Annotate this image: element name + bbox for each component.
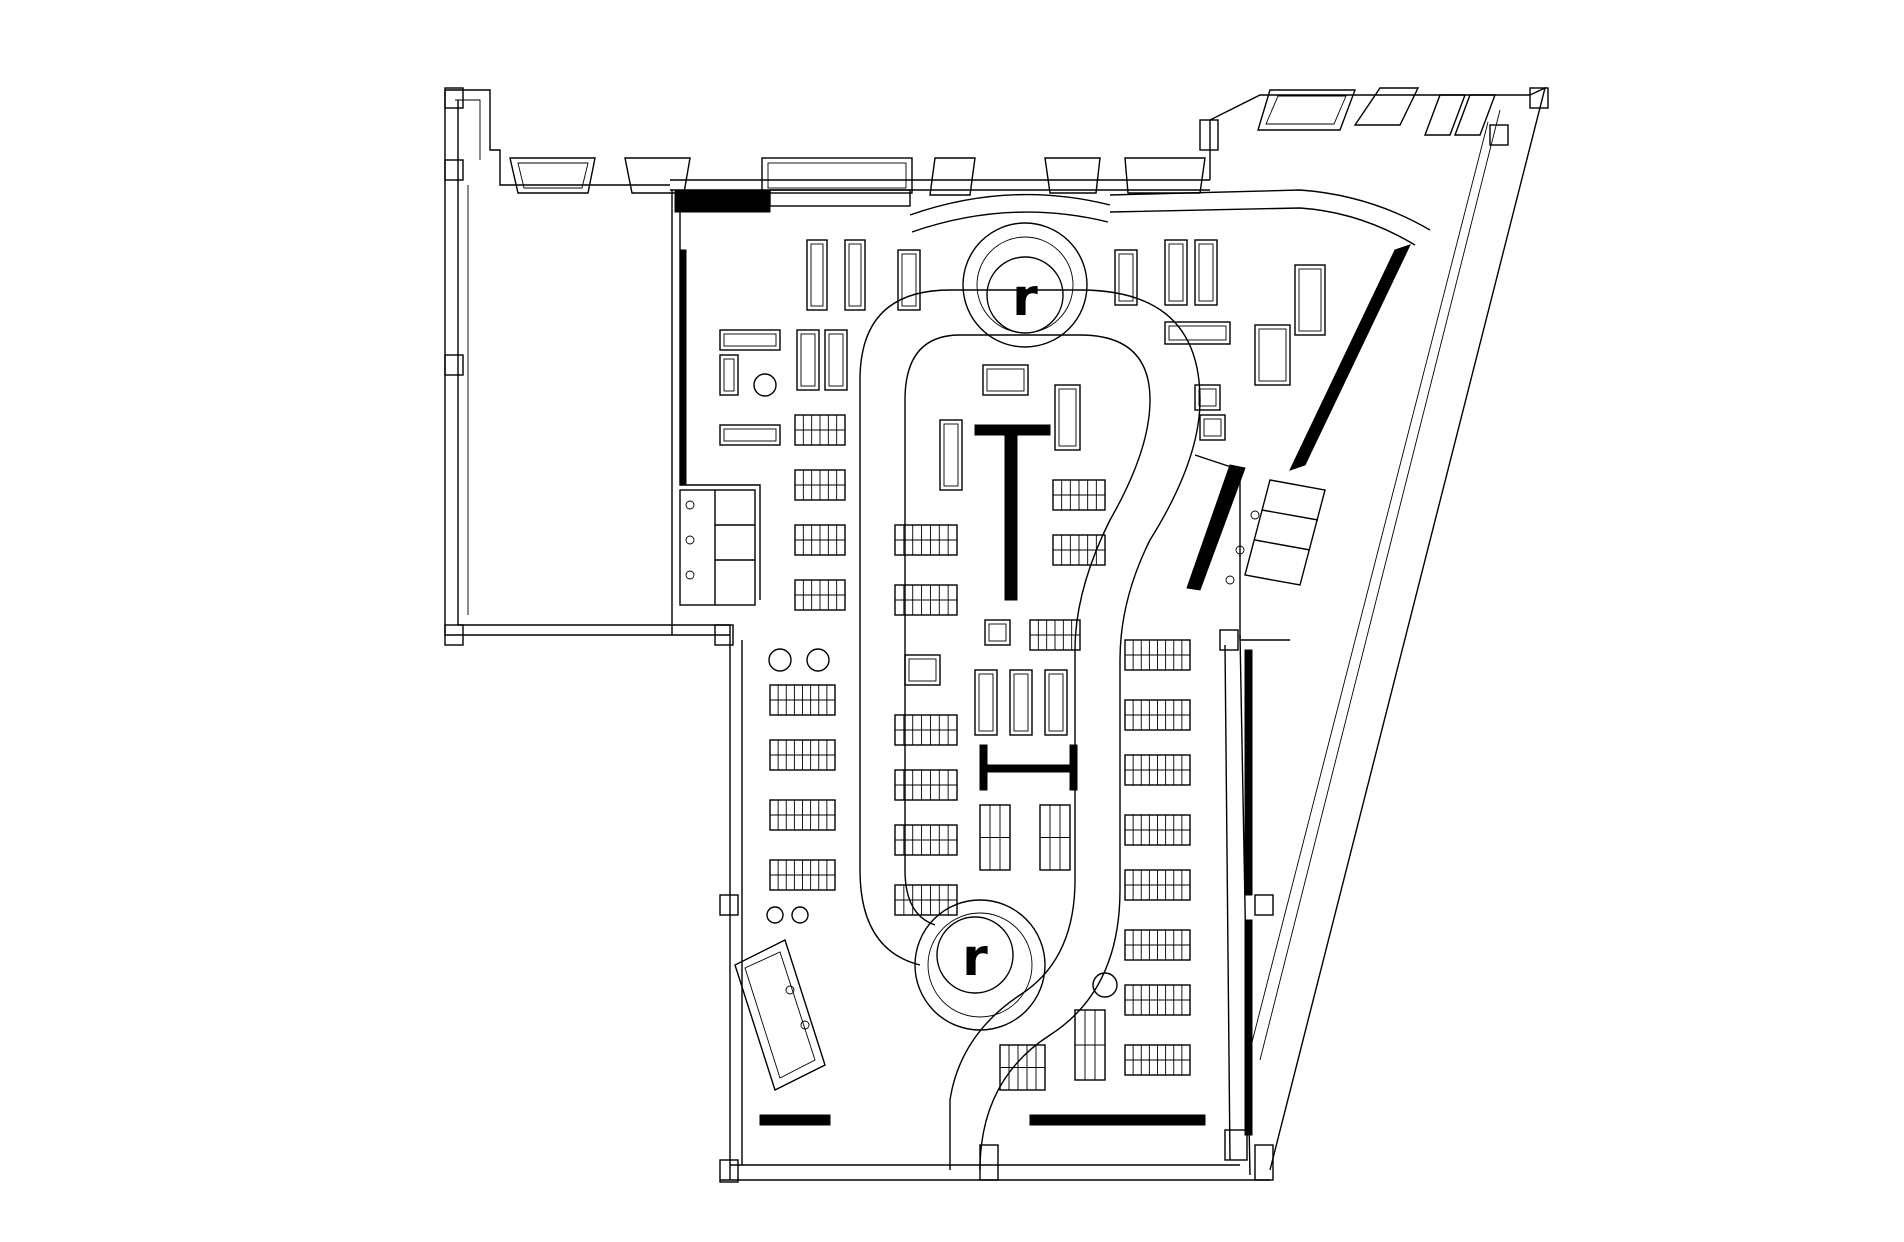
display-table [1009,669,1033,736]
bench-inner [723,333,777,347]
clothing-rack [894,884,958,916]
round-tables [753,373,1118,998]
shelf-unit [1254,324,1291,386]
display-table-inner [943,423,959,487]
display-table-inner [1048,673,1064,732]
exterior-walls [444,86,1547,1181]
cube-display [1199,414,1226,441]
clothing-rack [1124,1044,1191,1076]
top-windows [509,87,1497,196]
cube-display [1194,384,1221,411]
clothing-rack [894,824,958,856]
clothing-rack [1029,619,1081,651]
shelf-unit-inner [1198,243,1214,302]
display-table-inner [828,333,844,387]
display-table [1164,321,1231,345]
shelf-unit-inner [810,243,824,307]
clothing-rack [1052,534,1106,566]
clothing-rack [894,524,958,556]
cashier-desk-inner [986,368,1025,392]
clothing-rack [1124,639,1191,671]
curved-top-display [769,189,1431,246]
display-table [1054,384,1081,451]
display-table-inner [800,333,816,387]
logo-platform-bottom: r [914,899,1046,1031]
display-table-inner [1168,325,1227,341]
shelf-unit-inner [901,253,917,307]
cube-display [904,654,941,686]
cube-display-inner [908,658,937,682]
display-table [824,329,848,391]
center-t-displays [974,424,1078,791]
shelf-unit-inner [1258,328,1287,382]
display-table [939,419,963,491]
bench-end [719,354,739,396]
shelf-unit [806,239,828,311]
cube-display-inner [988,623,1007,642]
clothing-rack [1124,929,1191,961]
display-table-inner [978,673,994,732]
cube-display-inner [1198,388,1217,407]
clothing-rack [1124,699,1191,731]
clothing-rack [894,769,958,801]
bench [719,424,781,446]
shelf-unit [844,239,866,311]
cashier-desk [982,364,1029,396]
clothing-rack [1074,1009,1106,1081]
clothing-rack [1124,984,1191,1016]
wall-counters [674,189,1411,1136]
shelf-unit [1164,239,1188,306]
shelf-unit [1294,264,1326,336]
shelf-unit [1114,249,1138,306]
logo-bottom-glyph: r [962,928,988,988]
clothing-rack [894,584,958,616]
clothing-rack [1039,804,1071,871]
cube-display-inner [1203,418,1222,437]
clothing-rack [999,1044,1046,1091]
display-fixtures [719,239,1326,1091]
shelf-unit-inner [1298,268,1322,332]
clothing-rack [769,684,836,716]
display-table-inner [1058,388,1077,447]
fitting-rooms-right [1225,479,1326,586]
logo-platform-top: r [962,222,1088,348]
shelf-unit [1194,239,1218,306]
clothing-rack [794,414,846,446]
display-table [974,669,998,736]
clothing-rack [979,804,1011,871]
cashier-counter [734,906,826,1091]
bench-inner [723,428,777,442]
clothing-rack [794,524,846,556]
clothing-rack [769,859,836,891]
clothing-rack [769,739,836,771]
bench [719,329,781,351]
logo-top-glyph: r [1012,268,1038,328]
clothing-rack [1052,479,1106,511]
clothing-rack [894,714,958,746]
shelf-unit-inner [1118,253,1134,302]
fitting-rooms [679,489,756,606]
clothing-rack [794,579,846,611]
cube-display [984,619,1011,646]
display-table [1044,669,1068,736]
shelf-unit [897,249,921,311]
clothing-rack [1124,754,1191,786]
display-table [796,329,820,391]
shelf-unit-inner [1168,243,1184,302]
clothing-rack [794,469,846,501]
clothing-rack [1124,869,1191,901]
clothing-rack [769,799,836,831]
shelf-unit-inner [848,243,862,307]
columns [444,87,1549,1183]
bench-end-inner [723,358,735,392]
clothing-rack [1124,814,1191,846]
display-table-inner [1013,673,1029,732]
